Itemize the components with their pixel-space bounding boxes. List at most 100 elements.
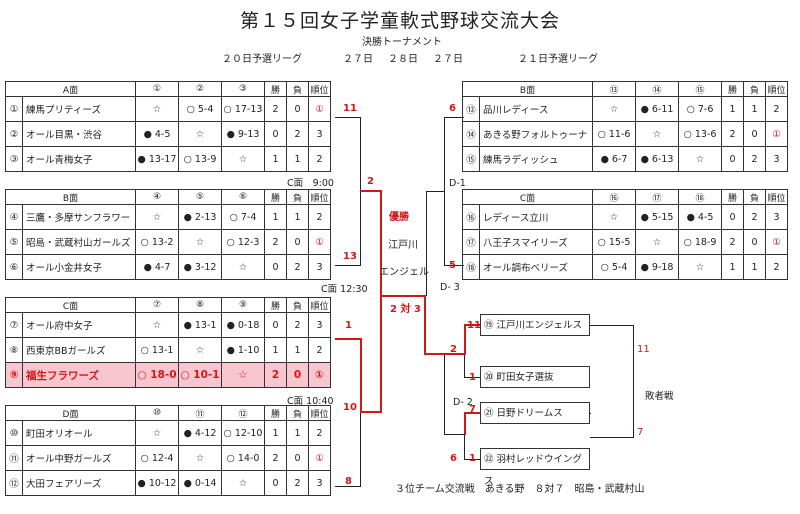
cell-name: オール青梅女子 xyxy=(22,146,136,172)
header-cell: 順位 xyxy=(765,81,788,97)
cell-no: ② xyxy=(5,121,23,147)
cell-c3: ● 4-5 xyxy=(678,204,722,230)
cell-c3: ○ 12-3 xyxy=(221,229,265,255)
date-mid3: ２７日 xyxy=(433,54,463,65)
cell-w: 0 xyxy=(264,470,287,496)
cell-c2: ☆ xyxy=(635,229,679,255)
header-cell: A面 xyxy=(5,81,136,97)
cell-c2: ☆ xyxy=(178,121,222,147)
cell-c1: ● 13-17 xyxy=(135,146,179,172)
cell-c3: ● 9-13 xyxy=(221,121,265,147)
header-cell: 順位 xyxy=(308,405,331,421)
cell-l: 1 xyxy=(286,337,309,363)
cell-rank: 2 xyxy=(308,337,331,363)
cons-team-21: ㉑ 日野ドリームス xyxy=(480,402,590,424)
cons-right-bot: 7 xyxy=(637,427,644,438)
cell-rank: 2 xyxy=(308,146,331,172)
cell-c3: ○ 13-6 xyxy=(678,121,722,147)
header-cell: ① xyxy=(135,81,179,97)
cell-l: 2 xyxy=(286,121,309,147)
cell-c1: ☆ xyxy=(592,204,636,230)
cell-c3: ○ 12-10 xyxy=(221,420,265,446)
cell-w: 1 xyxy=(721,254,744,280)
cell-l: 0 xyxy=(286,96,309,122)
header-cell: 負 xyxy=(743,189,766,205)
cell-name: 大田フェアリーズ xyxy=(22,470,136,496)
cell-c1: ● 6-7 xyxy=(592,146,636,172)
cons-semi-bot: 6 xyxy=(450,453,457,464)
cell-rank: ① xyxy=(308,445,331,471)
cell-l: 2 xyxy=(743,204,766,230)
cell-name: 品川レディース xyxy=(479,96,593,122)
cell-name: オール目黒・渋谷 xyxy=(22,121,136,147)
champion-name-2: エンジェル xyxy=(379,267,429,278)
cell-c3: ☆ xyxy=(678,254,722,280)
champion-name-1: 江戸川 xyxy=(388,240,418,251)
cell-no: ⑯ xyxy=(462,204,480,230)
header-cell: 勝 xyxy=(264,405,287,421)
cons-team-19: ⑲ 江戸川エンジェルス xyxy=(480,314,590,336)
page-subtitle: 決勝トーナメント xyxy=(362,37,442,48)
cell-c2: ● 2-13 xyxy=(178,204,222,230)
cell-c2: ☆ xyxy=(178,337,222,363)
cell-c2: ○ 13-9 xyxy=(178,146,222,172)
cell-name: 八王子スマイリーズ xyxy=(479,229,593,255)
header-cell: 勝 xyxy=(264,81,287,97)
label-d1: D-1 xyxy=(449,178,466,189)
cell-c2: ☆ xyxy=(178,445,222,471)
header-cell: 順位 xyxy=(308,297,331,313)
header-cell: ⑦ xyxy=(135,297,179,313)
cell-no: ⑥ xyxy=(5,254,23,280)
header-cell: C面 xyxy=(5,297,136,313)
score-e: 6 xyxy=(449,103,456,114)
cell-name: オール調布ベリーズ xyxy=(479,254,593,280)
cell-c2: ○ 10-1 xyxy=(178,362,222,388)
cell-rank: ① xyxy=(308,362,331,388)
header-cell: ⑫ xyxy=(221,405,265,421)
header-cell: ④ xyxy=(135,189,179,205)
cell-rank: ① xyxy=(765,121,788,147)
cell-no: ⑭ xyxy=(462,121,480,147)
cell-name: 西東京BBガールズ xyxy=(22,337,136,363)
header-cell: B面 xyxy=(462,81,593,97)
cell-c3: ☆ xyxy=(221,146,265,172)
header-cell: ⑪ xyxy=(178,405,222,421)
cell-w: 2 xyxy=(264,229,287,255)
cell-l: 1 xyxy=(286,146,309,172)
cell-c2: ● 0-14 xyxy=(178,470,222,496)
header-cell: D面 xyxy=(5,405,136,421)
cell-no: ① xyxy=(5,96,23,122)
cell-w: 2 xyxy=(264,362,287,388)
header-cell: ⑨ xyxy=(221,297,265,313)
header-cell: 負 xyxy=(743,81,766,97)
cell-c3: ● 0-18 xyxy=(221,312,265,338)
header-cell: 負 xyxy=(286,189,309,205)
cell-no: ③ xyxy=(5,146,23,172)
cell-c2: ● 13-1 xyxy=(178,312,222,338)
venue-c-1230: C面 12:30 xyxy=(321,284,368,295)
cell-rank: ① xyxy=(765,229,788,255)
cell-c1: ○ 5-4 xyxy=(592,254,636,280)
semi-left-bot: 8 xyxy=(345,476,352,487)
cell-c1: ● 10-12 xyxy=(135,470,179,496)
cell-c3: ☆ xyxy=(221,254,265,280)
cons-label: 敗者戦 xyxy=(645,391,674,402)
cell-c3: ● 1-10 xyxy=(221,337,265,363)
cell-no: ④ xyxy=(5,204,23,230)
header-cell: ⑭ xyxy=(635,81,679,97)
cell-c3: ○ 17-13 xyxy=(221,96,265,122)
header-cell: ⑥ xyxy=(221,189,265,205)
header-cell: ⑮ xyxy=(678,81,722,97)
cell-c1: ○ 15-5 xyxy=(592,229,636,255)
